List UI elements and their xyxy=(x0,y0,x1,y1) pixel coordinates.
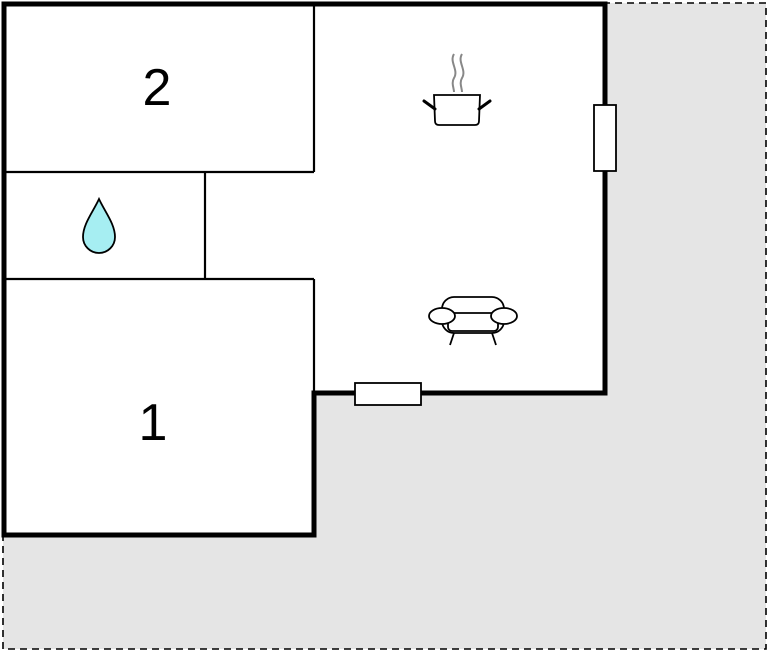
interior-walls xyxy=(4,4,316,393)
water-drop-icon xyxy=(82,196,116,254)
room-label-bedroom-2: 2 xyxy=(143,59,172,117)
steam-lines xyxy=(451,53,465,93)
cooking-pot-icon xyxy=(422,53,492,126)
house-footprint xyxy=(4,4,605,535)
window-south xyxy=(354,382,422,406)
outer-walls xyxy=(1,1,608,538)
room-label-bedroom-1: 1 xyxy=(139,394,168,452)
window-east xyxy=(593,104,617,172)
sofa-icon xyxy=(428,296,518,346)
